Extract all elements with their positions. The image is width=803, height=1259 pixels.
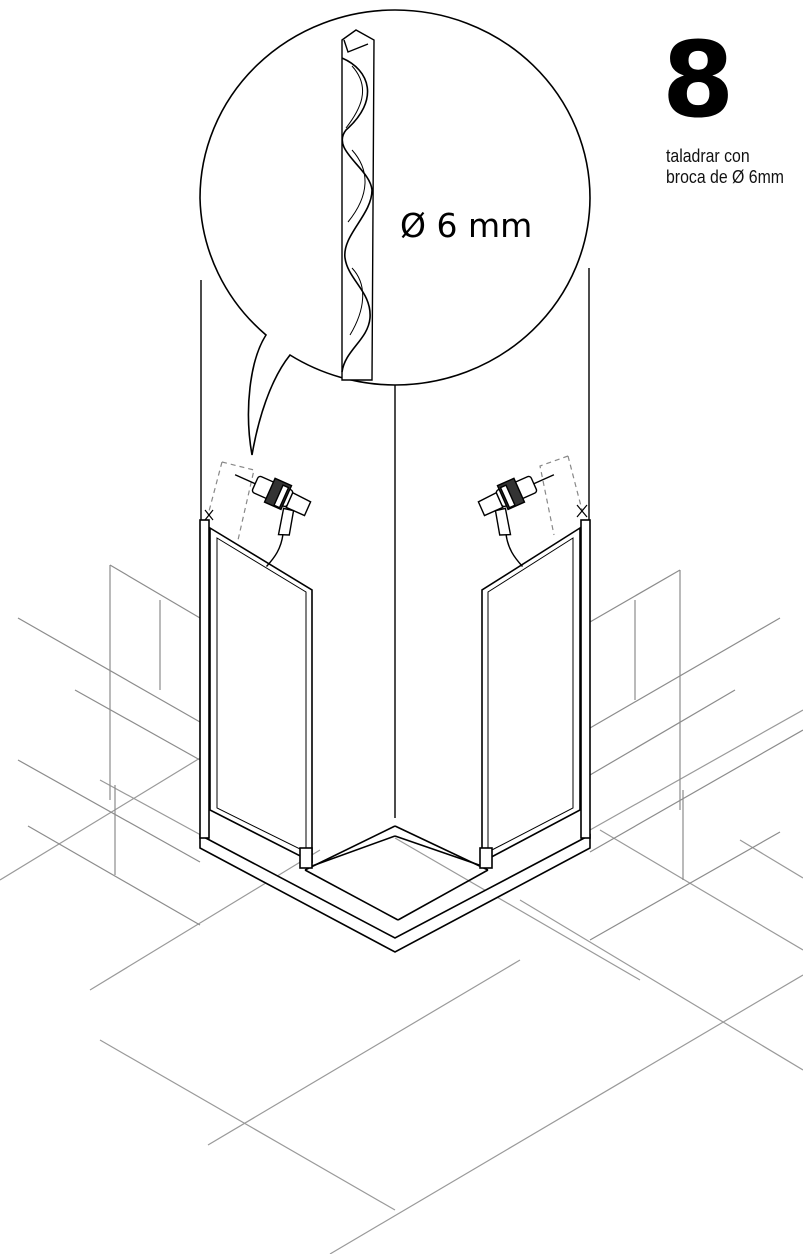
step-instruction: taladrar con broca de Ø 6mm [666, 146, 784, 188]
shower-tray [199, 825, 591, 953]
right-glass-panel [479, 519, 591, 869]
right-brick-wall [589, 569, 803, 941]
left-glass-panel [199, 519, 313, 869]
step-instruction-line-2: broca de Ø 6mm [666, 167, 784, 187]
power-drill-icon [234, 474, 555, 567]
step-number: 8 [662, 19, 734, 141]
drill-guide-lines [207, 455, 583, 541]
drill-bit-icon [341, 29, 375, 381]
left-brick-wall [17, 564, 201, 926]
step-instruction-line-1: taladrar con [666, 146, 750, 166]
drill-hole-markers [204, 504, 588, 521]
drill-size-label: Ø 6 mm [400, 206, 533, 245]
floor-tile-grid [0, 709, 803, 1255]
magnifier-callout [199, 9, 591, 456]
